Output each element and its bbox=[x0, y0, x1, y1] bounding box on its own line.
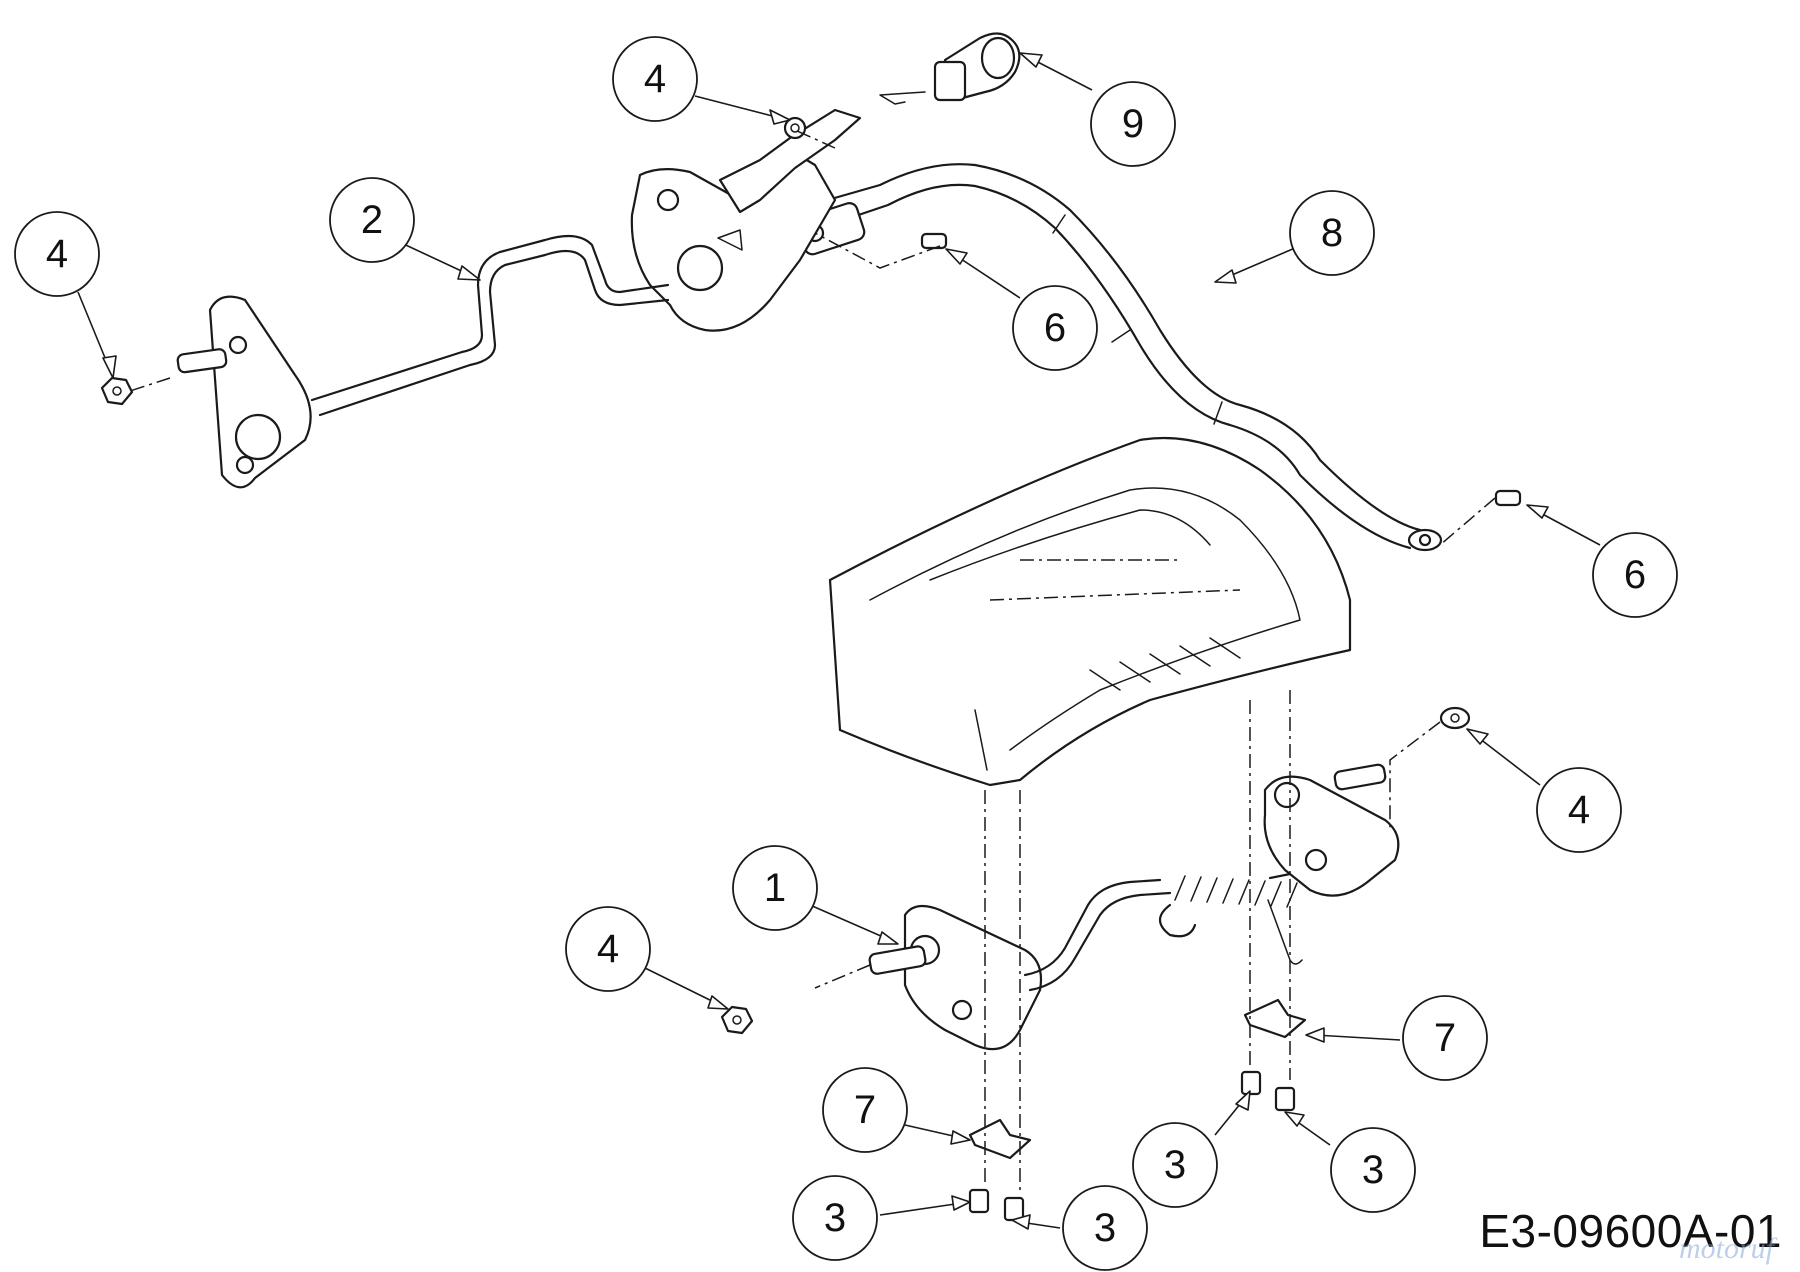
grip-knob-part bbox=[879, 32, 1021, 105]
callout-1-label: 1 bbox=[764, 866, 786, 910]
callout-7-left-label: 7 bbox=[854, 1088, 876, 1132]
callout-4-right-label: 4 bbox=[1568, 788, 1590, 832]
callout-4-top-label: 4 bbox=[644, 57, 666, 101]
callout-3-a-label: 3 bbox=[824, 1196, 846, 1240]
watermark: motoruf bbox=[1678, 1232, 1774, 1265]
leader-lines bbox=[77, 52, 1601, 1230]
callout-3-b: 3 bbox=[1062, 1185, 1148, 1271]
callout-6-right: 6 bbox=[1592, 532, 1678, 618]
callout-2-label: 2 bbox=[361, 198, 383, 242]
callout-6-top: 6 bbox=[1012, 285, 1098, 371]
callout-4-bottom: 4 bbox=[565, 906, 651, 992]
assembly-centerlines bbox=[129, 129, 1496, 1195]
callout-3-c-label: 3 bbox=[1164, 1143, 1186, 1187]
callout-9-label: 9 bbox=[1122, 102, 1144, 146]
spring bbox=[1158, 875, 1298, 938]
callout-2: 2 bbox=[329, 177, 415, 263]
callout-7-left: 7 bbox=[822, 1067, 908, 1153]
callout-3-a: 3 bbox=[792, 1175, 878, 1261]
callout-3-b-label: 3 bbox=[1094, 1206, 1116, 1250]
callout-4-left-label: 4 bbox=[46, 232, 68, 276]
callout-4-top: 4 bbox=[612, 36, 698, 122]
callout-6-top-label: 6 bbox=[1044, 306, 1066, 350]
callout-8: 8 bbox=[1289, 190, 1375, 276]
callout-9: 9 bbox=[1090, 81, 1176, 167]
callout-6-right-label: 6 bbox=[1624, 553, 1646, 597]
callout-1: 1 bbox=[732, 845, 818, 931]
callout-4-bottom-label: 4 bbox=[597, 927, 619, 971]
callout-3-c: 3 bbox=[1132, 1122, 1218, 1208]
drawing-code: E3-09600A-01 bbox=[1479, 1205, 1782, 1257]
callout-3-d: 3 bbox=[1330, 1127, 1416, 1213]
deck-housing-part bbox=[828, 436, 1352, 787]
callout-7-right: 7 bbox=[1402, 995, 1488, 1081]
fasteners bbox=[100, 116, 1522, 1222]
callout-3-d-label: 3 bbox=[1362, 1148, 1384, 1192]
callout-4-left: 4 bbox=[14, 211, 100, 297]
callout-4-right: 4 bbox=[1536, 767, 1622, 853]
rear-axle-part bbox=[176, 108, 862, 489]
callout-8-label: 8 bbox=[1321, 211, 1343, 255]
callout-7-right-label: 7 bbox=[1434, 1016, 1456, 1060]
front-axle-part bbox=[868, 763, 1400, 1051]
